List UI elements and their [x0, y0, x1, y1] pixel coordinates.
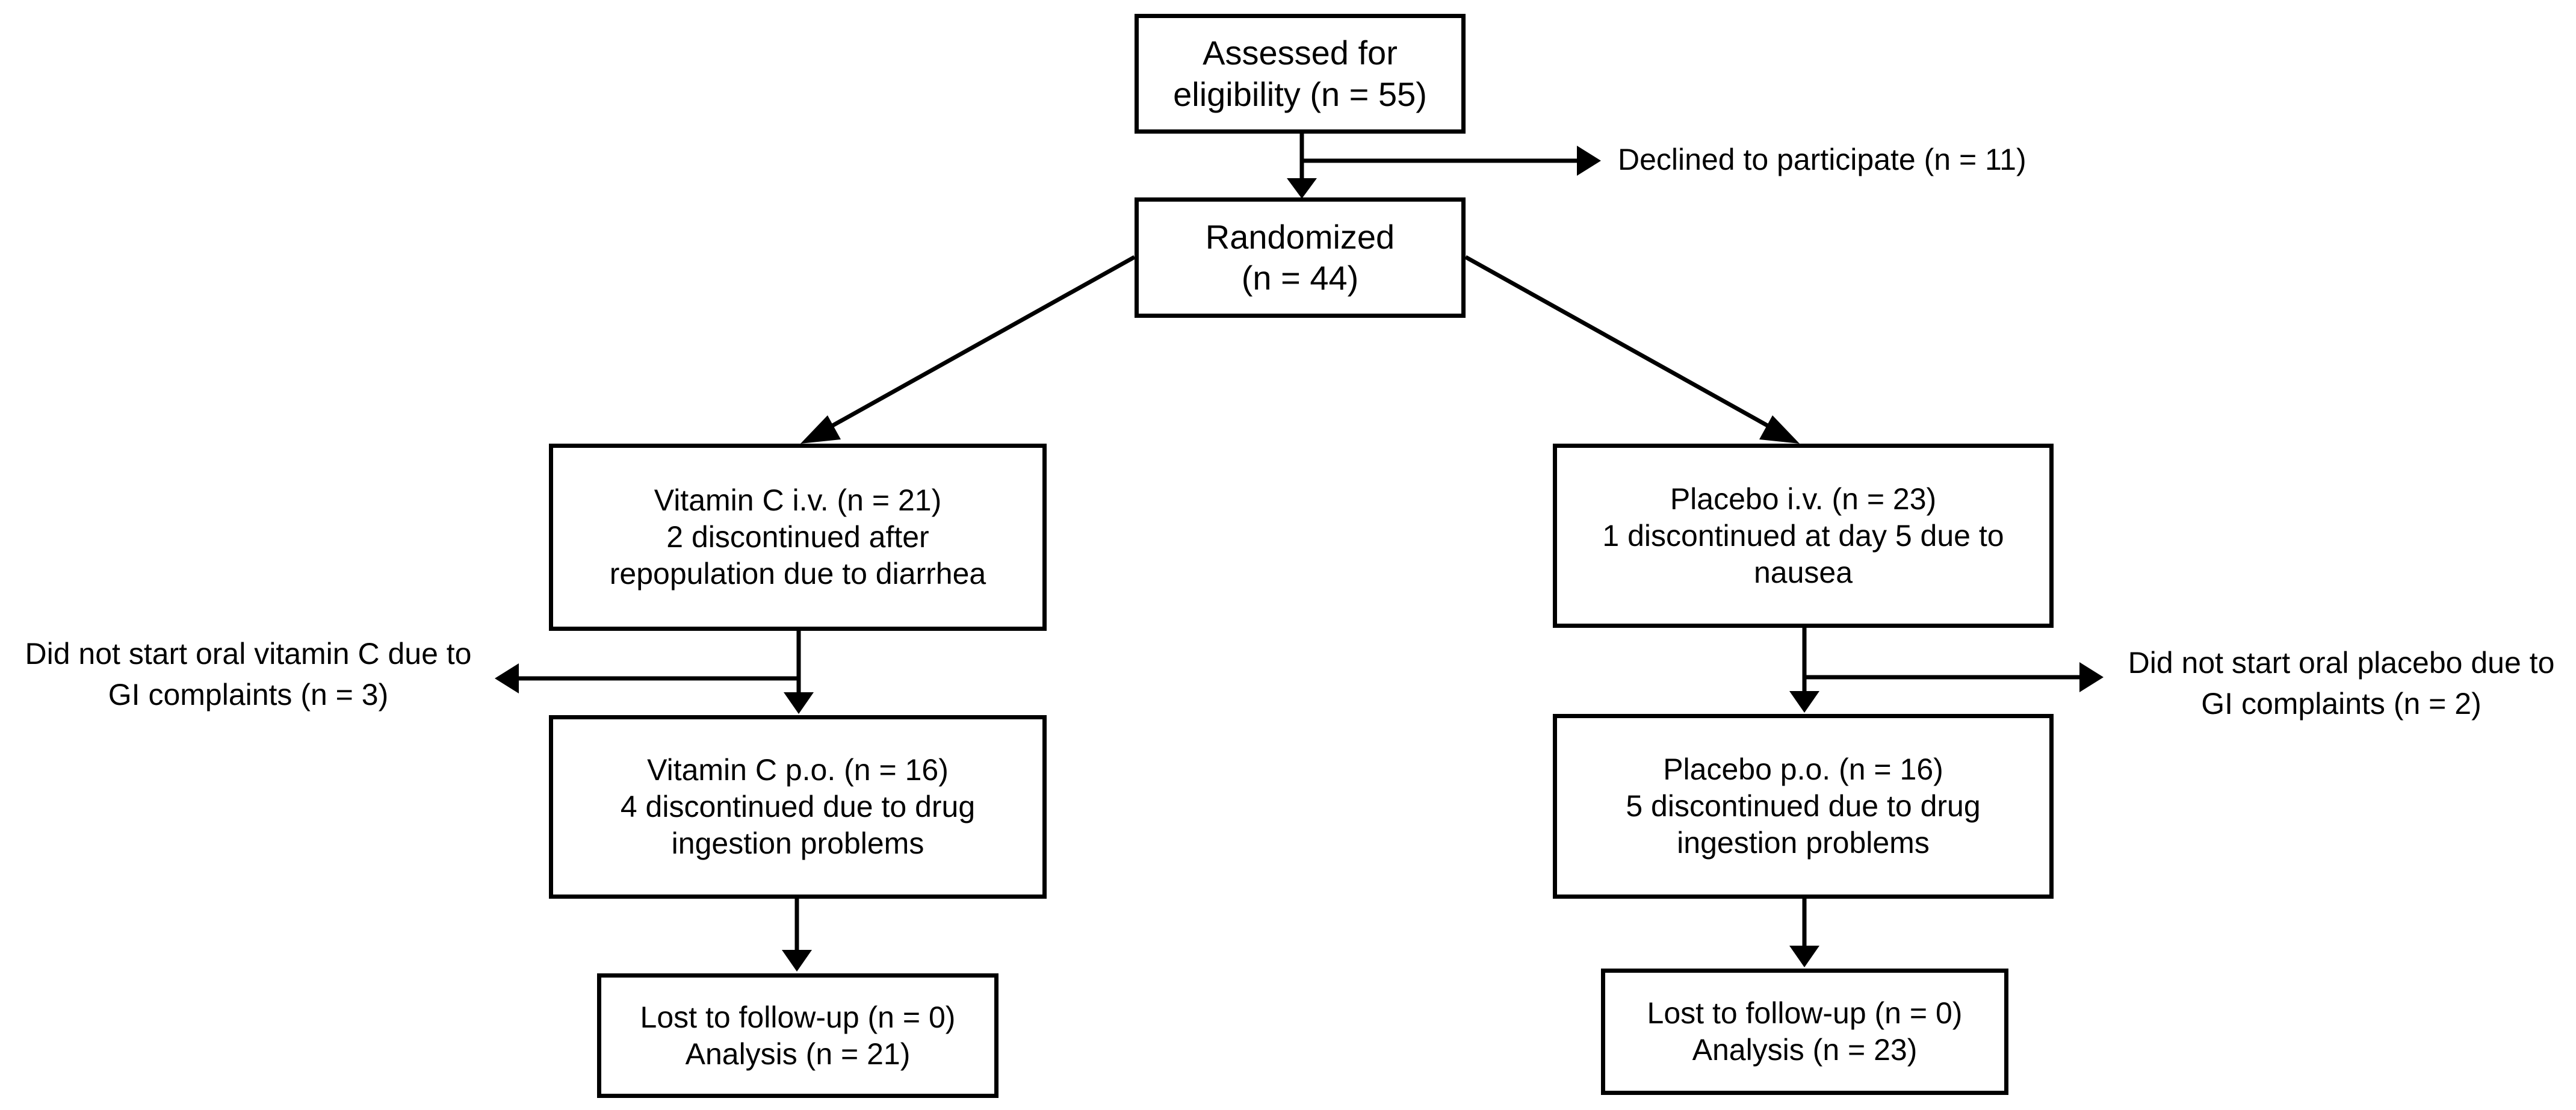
note-no-oral-placebo: Did not start oral placebo due to GI com… — [2110, 643, 2573, 724]
box-line: Analysis (n = 23) — [1692, 1033, 1918, 1067]
box-line: Analysis (n = 21) — [685, 1037, 911, 1071]
arrowhead — [782, 950, 812, 972]
box-analysis-placebo: Lost to follow-up (n = 0) Analysis (n = … — [1601, 969, 2008, 1095]
box-line: 4 discontinued due to drug — [620, 790, 976, 823]
box-line: Placebo p.o. (n = 16) — [1663, 752, 1943, 786]
arrowhead — [1789, 946, 1819, 967]
note-declined: Declined to participate (n = 11) — [1618, 140, 2026, 181]
box-line: Randomized — [1205, 217, 1395, 256]
note-line: Declined to participate (n = 11) — [1618, 143, 2026, 176]
box-line: 2 discontinued after — [666, 520, 929, 554]
box-placebo-po: Placebo p.o. (n = 16) 5 discontinued due… — [1553, 714, 2054, 899]
arrowhead — [800, 415, 841, 444]
box-line: repopulation due to diarrhea — [609, 557, 986, 591]
box-line: ingestion problems — [671, 826, 924, 860]
box-assessed-eligibility: Assessed for eligibility (n = 55) — [1135, 14, 1466, 134]
box-line: eligibility (n = 55) — [1173, 75, 1427, 113]
note-line: Did not start oral placebo due to — [2128, 646, 2555, 680]
arrow-randomized-to-vitc-iv — [817, 255, 1136, 436]
box-analysis-vitamin-c: Lost to follow-up (n = 0) Analysis (n = … — [597, 973, 999, 1098]
box-line: Vitamin C p.o. (n = 16) — [647, 753, 949, 787]
note-no-oral-vitamin-c: Did not start oral vitamin C due to GI c… — [6, 634, 491, 715]
arrowhead — [784, 692, 814, 714]
arrowhead — [495, 663, 519, 693]
note-line: GI complaints (n = 3) — [108, 677, 389, 712]
arrowhead — [1759, 415, 1800, 444]
arrowhead — [2079, 662, 2104, 692]
box-line: ingestion problems — [1677, 826, 1930, 860]
arrow-randomized-to-placebo-iv — [1464, 255, 1783, 436]
box-line: (n = 44) — [1241, 259, 1359, 297]
box-line: Lost to follow-up (n = 0) — [1647, 996, 1963, 1030]
box-line: Assessed for — [1203, 34, 1398, 72]
box-placebo-iv: Placebo i.v. (n = 23) 1 discontinued at … — [1553, 444, 2054, 628]
box-line: nausea — [1753, 555, 1853, 589]
arrowhead — [1577, 146, 1601, 176]
box-line: Vitamin C i.v. (n = 21) — [654, 483, 942, 517]
box-line: Placebo i.v. (n = 23) — [1670, 482, 1937, 516]
note-line: GI complaints (n = 2) — [2201, 686, 2482, 721]
box-vitamin-c-iv: Vitamin C i.v. (n = 21) 2 discontinued a… — [549, 444, 1047, 631]
arrowhead — [1287, 178, 1317, 199]
arrowhead — [1789, 691, 1819, 713]
box-line: Lost to follow-up (n = 0) — [640, 1000, 956, 1034]
box-line: 5 discontinued due to drug — [1626, 789, 1981, 823]
box-vitamin-c-po: Vitamin C p.o. (n = 16) 4 discontinued d… — [549, 715, 1047, 899]
box-line: 1 discontinued at day 5 due to — [1602, 518, 2004, 553]
box-randomized: Randomized (n = 44) — [1135, 197, 1466, 318]
note-line: Did not start oral vitamin C due to — [25, 637, 472, 671]
